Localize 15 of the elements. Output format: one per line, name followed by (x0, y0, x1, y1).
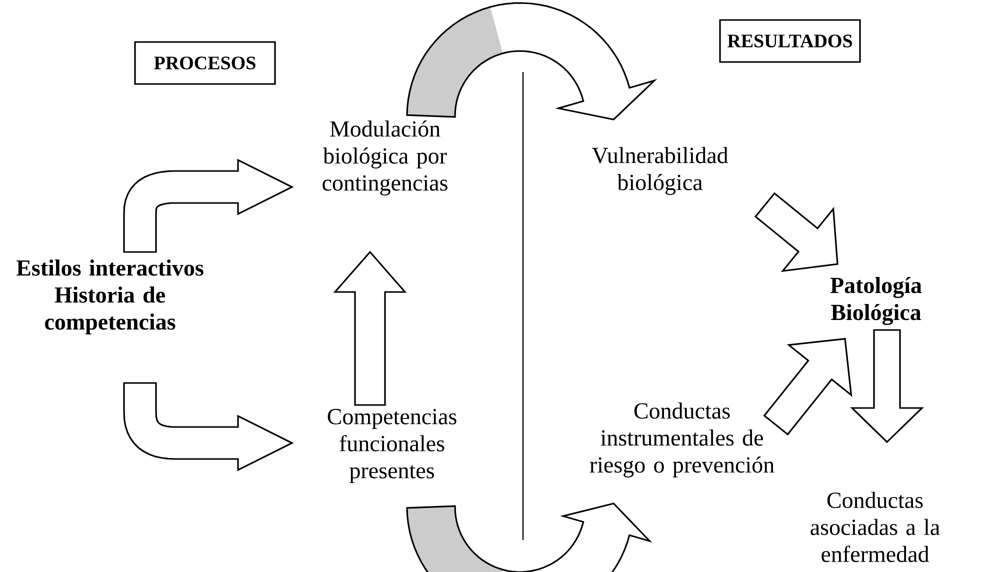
block-arrow (123, 158, 294, 253)
block-arrow (406, 502, 652, 572)
block-arrow (850, 329, 924, 444)
node-text: Conductas instrumentales de riesgo o prevención (590, 402, 774, 478)
label-box: RESULTADOS (719, 19, 861, 63)
block-arrow (333, 250, 407, 406)
node-text: Estilos interactivos Historia de competencias (16, 260, 204, 334)
block-arrow (123, 382, 294, 472)
node-text: Conductas asociadas a la enfermedad (810, 492, 940, 562)
node-text: Vulnerabilidad biológica (592, 147, 728, 195)
node-text: Competencias funcionales presentes (328, 408, 456, 484)
block-arrow (406, 2, 658, 120)
node-text: Patología Biológica (830, 276, 922, 326)
node-text: Modulación biológica por contingencias (322, 120, 448, 196)
label-box: PROCESOS (134, 41, 276, 85)
